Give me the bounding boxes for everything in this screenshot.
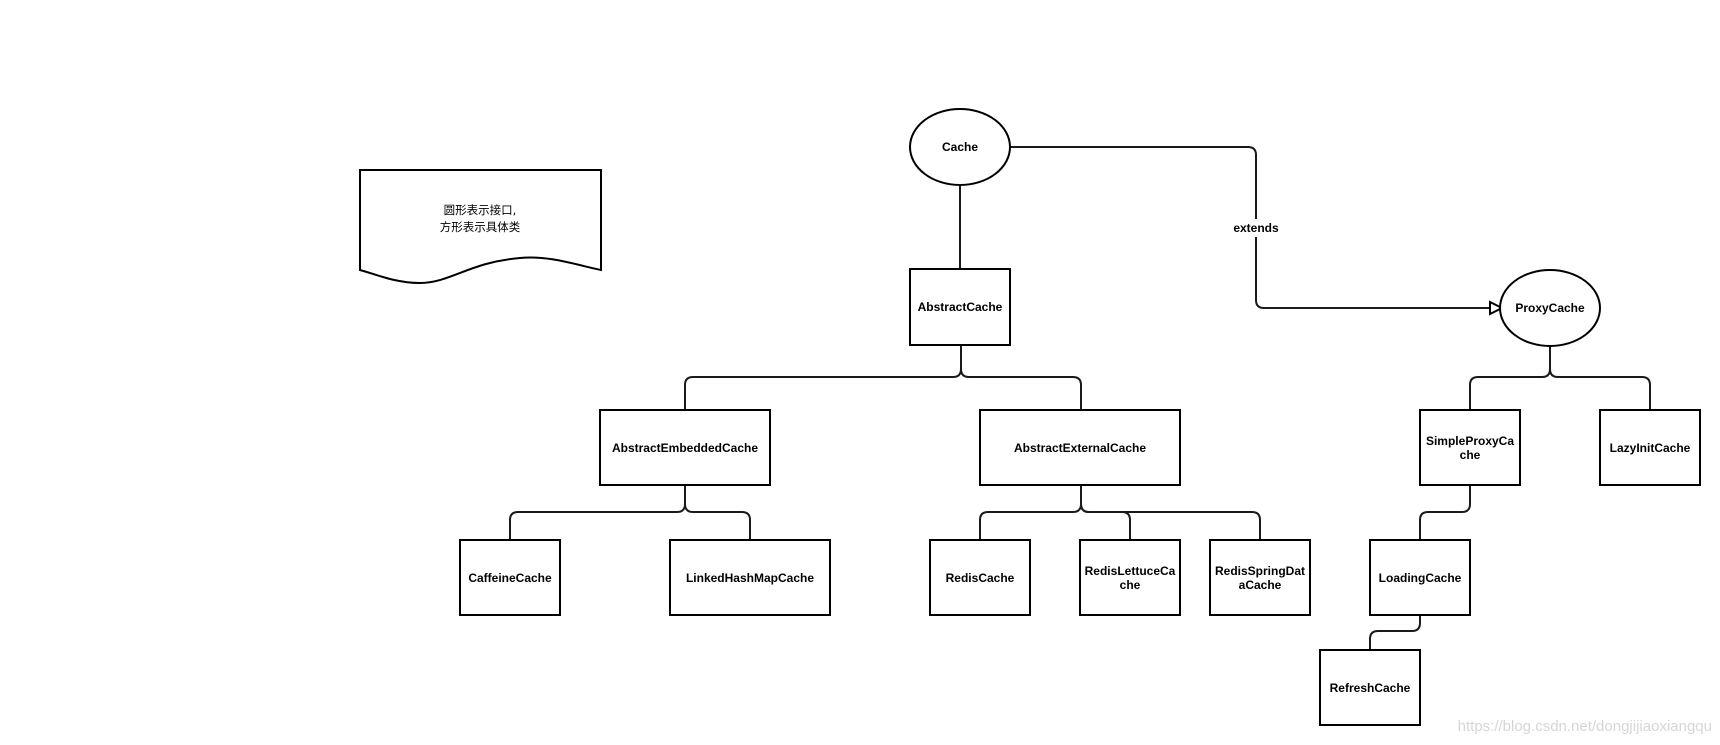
abstractcache-box: [909, 268, 1011, 346]
node-lazyinitcache: LazyInitCache: [1599, 409, 1701, 486]
node-proxycache: ProxyCache: [1499, 269, 1601, 347]
extends-label: extends: [1233, 221, 1279, 235]
loadingcache-label: LoadingCache: [1379, 571, 1462, 585]
legend-note-shape: [359, 169, 602, 285]
rediscache-box: [929, 539, 1031, 616]
node-refreshcache: RefreshCache: [1319, 649, 1421, 726]
proxycache-interface-shape: [1499, 269, 1601, 347]
extends-label-bg: [1229, 219, 1283, 237]
linkedhashmapcache-label: LinkedHashMapCache: [686, 571, 814, 585]
lazyinitcache-label: LazyInitCache: [1610, 441, 1691, 455]
redisspringdatacache-label-line1: RedisSpringDat: [1215, 564, 1305, 578]
caffeinecache-label: CaffeineCache: [468, 571, 552, 585]
refreshcache-label: RefreshCache: [1330, 681, 1411, 695]
node-cache: Cache: [909, 108, 1011, 186]
edges: extends: [509, 146, 1651, 650]
abstractcache-label: AbstractCache: [918, 300, 1003, 314]
legend-note: 圆形表示接口, 方形表示具体类: [359, 169, 602, 285]
redislettucecache-label-line2: che: [1120, 578, 1141, 592]
abstractembeddedcache-label: AbstractEmbeddedCache: [612, 441, 758, 455]
redislettucecache-label-line1: RedisLettuceCa: [1085, 564, 1176, 578]
node-simpleproxycache: SimpleProxyCa che: [1419, 409, 1521, 486]
proxycache-label: ProxyCache: [1515, 301, 1585, 315]
edge-abstractcache-embedded: [684, 345, 962, 410]
edge-proxy-simpleproxy: [1469, 346, 1551, 410]
edge-external-redis: [979, 485, 1082, 540]
node-abstractexternalcache: AbstractExternalCache: [979, 409, 1181, 486]
edge-proxy-lazyinit: [1549, 346, 1651, 410]
watermark-text: https://blog.csdn.net/dongjijiaoxiangqu: [1458, 718, 1712, 735]
node-linkedhashmapcache: LinkedHashMapCache: [669, 539, 831, 616]
legend-note-line1: 圆形表示接口,: [444, 203, 517, 217]
caffeinecache-box: [459, 539, 561, 616]
redisspringdatacache-box: [1209, 539, 1311, 616]
simpleproxycache-label-line1: SimpleProxyCa: [1426, 434, 1514, 448]
edge-simpleproxy-loading: [1419, 485, 1471, 540]
rediscache-label: RedisCache: [946, 571, 1015, 585]
edge-embedded-linkedhashmap: [684, 485, 751, 540]
simpleproxycache-box: [1419, 409, 1521, 486]
redislettucecache-box: [1079, 539, 1181, 616]
legend-note-line2: 方形表示具体类: [440, 220, 521, 234]
refreshcache-box: [1319, 649, 1421, 726]
linkedhashmapcache-box: [669, 539, 831, 616]
node-redisspringdatacache: RedisSpringDat aCache: [1209, 539, 1311, 616]
node-abstractembeddedcache: AbstractEmbeddedCache: [599, 409, 771, 486]
edge-abstractcache-external: [960, 345, 1082, 410]
node-caffeinecache: CaffeineCache: [459, 539, 561, 616]
cache-label: Cache: [942, 140, 978, 154]
node-loadingcache: LoadingCache: [1369, 539, 1471, 616]
abstractembeddedcache-box: [599, 409, 771, 486]
lazyinitcache-box: [1599, 409, 1701, 486]
node-abstractcache: AbstractCache: [909, 268, 1011, 346]
edge-embedded-caffeine: [509, 485, 686, 540]
redisspringdatacache-label-line2: aCache: [1239, 578, 1282, 592]
cache-interface-shape: [909, 108, 1011, 186]
node-rediscache: RedisCache: [929, 539, 1031, 616]
edge-external-redisspringdata: [1080, 485, 1261, 540]
abstractexternalcache-box: [979, 409, 1181, 486]
loadingcache-box: [1369, 539, 1471, 616]
simpleproxycache-label-line2: che: [1460, 448, 1481, 462]
abstractexternalcache-label: AbstractExternalCache: [1014, 441, 1146, 455]
extends-arrowhead: [1489, 300, 1505, 316]
edge-loading-refresh: [1369, 615, 1421, 650]
node-redislettucecache: RedisLettuceCa che: [1079, 539, 1181, 616]
